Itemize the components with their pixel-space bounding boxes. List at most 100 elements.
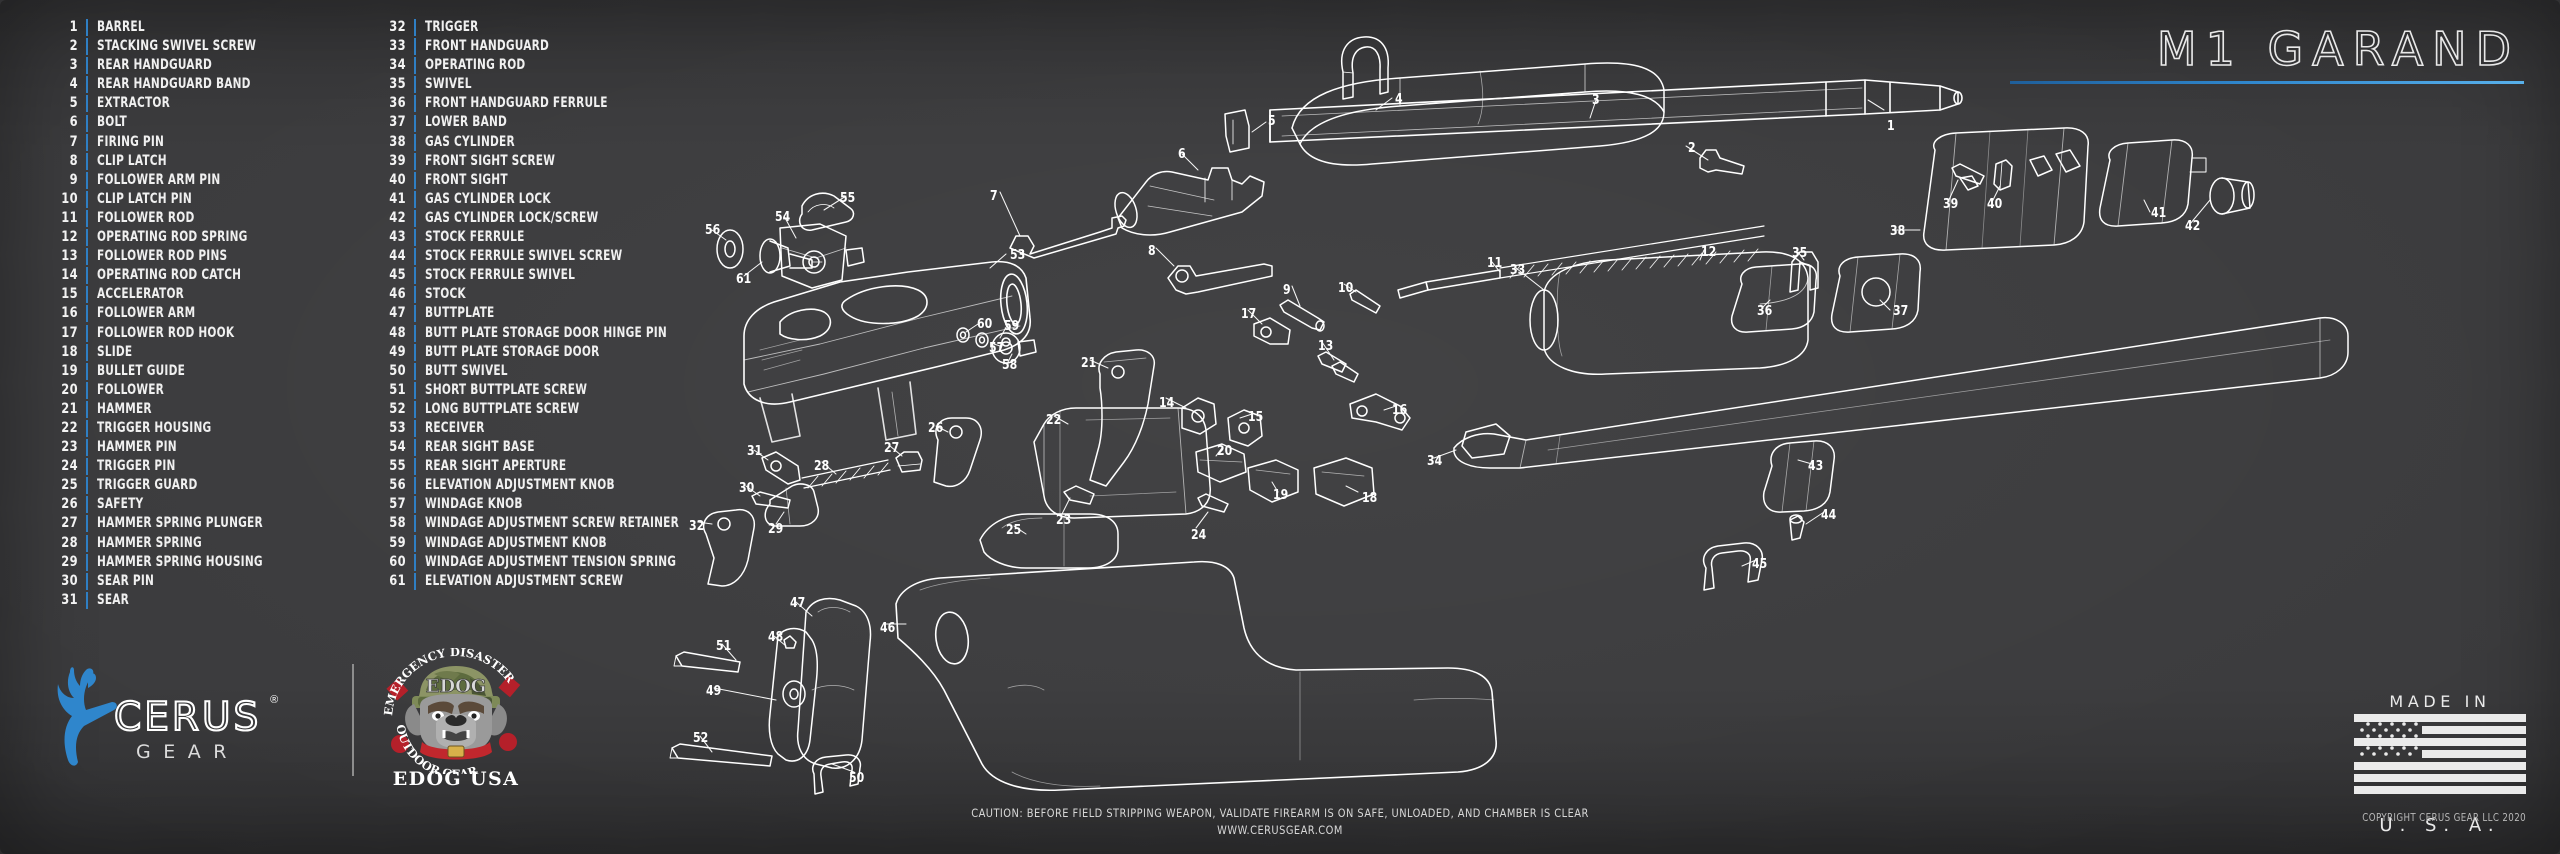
cerus-sub-text: GEAR	[136, 741, 239, 763]
part-receiver	[743, 260, 1031, 443]
legend-divider-bar	[414, 133, 417, 151]
legend-divider-bar	[86, 515, 89, 533]
legend-item-9: 9 FOLLOWER ARM PIN	[34, 171, 295, 190]
part-long-buttplate-screw	[669, 743, 773, 767]
legend-item-number: 50	[389, 362, 406, 379]
part-gas-cylinder	[1922, 127, 2089, 251]
legend-item-number: 51	[389, 381, 406, 398]
legend-item-label: FOLLOWER ROD	[97, 209, 195, 226]
legend-item-label: FOLLOWER ARM PIN	[97, 171, 221, 188]
legend-item-label: REAR SIGHT BASE	[425, 439, 536, 456]
legend-divider-bar	[414, 305, 417, 323]
legend-item-number: 9	[69, 171, 78, 188]
logo-divider	[352, 664, 354, 776]
legend-item-number: 28	[61, 534, 78, 551]
legend-item-label: REAR HANDGUARD BAND	[97, 76, 252, 93]
legend-item-label: ELEVATION ADJUSTMENT KNOB	[425, 477, 616, 494]
legend-item-number: 3	[69, 57, 78, 74]
legend-item-number: 53	[389, 419, 406, 436]
legend-divider-bar	[86, 95, 89, 113]
legend-item-number: 61	[389, 572, 406, 589]
legend-divider-bar	[414, 38, 417, 56]
part-sear-pin	[751, 491, 791, 509]
legend-divider-bar	[414, 286, 417, 304]
legend-item-number: 30	[61, 572, 78, 589]
part-gas-cylinder-lock	[2098, 139, 2207, 227]
legend-divider-bar	[414, 95, 417, 113]
part-operating-rod-spring	[1499, 225, 1765, 279]
registered-trademark-symbol: ®	[270, 694, 279, 706]
part-operating-rod-handle	[1461, 423, 1511, 459]
legend-item-label: SLIDE	[97, 343, 133, 360]
legend-item-label: HAMMER SPRING	[97, 534, 203, 551]
part-rear-sight-base	[779, 223, 865, 289]
legend-divider-bar	[414, 496, 417, 514]
part-butt-plate-storage-door-hinge-pin	[783, 635, 797, 649]
legend-item-label: STOCK FERRULE SWIVEL SCREW	[425, 248, 623, 265]
legend-item-number: 58	[389, 515, 406, 532]
legend-divider-bar	[86, 439, 89, 457]
legend-divider-bar	[86, 76, 89, 94]
legend-item-label: FOLLOWER	[97, 381, 165, 398]
part-front-sight-screw	[1951, 163, 1985, 185]
legend-item-number: 20	[61, 381, 78, 398]
title-underline-rule	[2010, 81, 2524, 84]
legend-item-number: 5	[69, 95, 78, 112]
legend-item-number: 41	[389, 190, 406, 207]
legend-divider-bar	[414, 534, 417, 552]
legend-divider-bar	[86, 591, 89, 609]
legend-divider-bar	[86, 553, 89, 571]
legend-divider-bar	[86, 209, 89, 227]
legend-item-number: 38	[389, 133, 406, 150]
svg-text:EDOG: EDOG	[426, 676, 486, 697]
part-clip-latch	[1167, 263, 1273, 295]
legend-item-number: 13	[61, 248, 78, 265]
part-swivel	[1789, 251, 1819, 293]
legend-item-label: SEAR PIN	[97, 572, 155, 589]
legend-item-number: 33	[389, 38, 406, 55]
legend-divider-bar	[86, 496, 89, 514]
legend-item-number: 55	[389, 458, 406, 475]
legend-item-number: 57	[389, 496, 406, 513]
part-bolt	[1114, 167, 1265, 236]
legend-item-label: SAFETY	[97, 496, 144, 513]
legend-item-number: 6	[69, 114, 78, 131]
caution-text: CAUTION: BEFORE FIELD STRIPPING WEAPON, …	[971, 806, 1589, 820]
part-operating-rod	[1453, 316, 2349, 469]
legend-item-label: STOCK	[425, 286, 467, 303]
legend-item-label: OPERATING ROD SPRING	[97, 229, 248, 246]
legend-item-label: EXTRACTOR	[97, 95, 171, 112]
legend-divider-bar	[86, 38, 89, 56]
legend-item-label: OPERATING ROD CATCH	[97, 267, 242, 284]
legend-item-label: LOWER BAND	[425, 114, 508, 131]
legend-divider-bar	[86, 477, 89, 495]
legend-item-number: 52	[389, 400, 406, 417]
legend-item-number: 43	[389, 229, 406, 246]
part-sear	[761, 451, 801, 485]
legend-item-number: 14	[61, 267, 78, 284]
legend-item-number: 60	[389, 553, 406, 570]
legend-divider-bar	[86, 286, 89, 304]
legend-divider-bar	[414, 381, 417, 399]
part-rear-sight-aperture	[798, 192, 855, 231]
part-hammer-spring-housing	[764, 483, 820, 527]
us-flag-icon	[2354, 714, 2526, 794]
